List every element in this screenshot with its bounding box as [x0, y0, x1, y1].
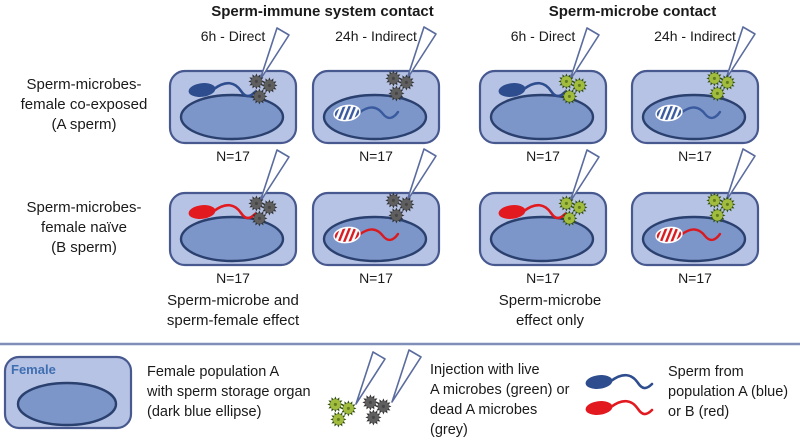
caption-line: sperm-female effect	[166, 312, 300, 329]
legend-line: population A (blue)	[668, 384, 789, 400]
row-label-a-sperm: Sperm-microbes- female co-exposed (A spe…	[5, 75, 163, 135]
legend-injection-icons	[327, 349, 422, 427]
legend-line: (dark blue ellipse)	[147, 404, 262, 420]
sample-size: N=17	[216, 270, 250, 286]
caption-line: Sperm-microbe and	[167, 292, 299, 309]
row-label-line: Sperm-microbes-	[26, 199, 142, 216]
sperm-a-icon	[583, 372, 654, 392]
legend-line: (grey)	[430, 422, 468, 438]
caption-line: effect only	[515, 312, 585, 329]
live-microbe-cluster-icon	[327, 396, 356, 427]
row-label-line: Sperm-microbes-	[26, 76, 142, 93]
legend-female-description: Female population A with sperm storage o…	[147, 362, 311, 422]
row-label-b-sperm: Sperm-microbes- female naïve (B sperm)	[5, 198, 163, 258]
caption-line: Sperm-microbe	[498, 292, 602, 309]
sample-size: N=17	[678, 270, 712, 286]
female-body	[168, 69, 298, 145]
injection-needle-icon	[391, 349, 422, 403]
timepoint-label: 6h - Direct	[200, 28, 266, 44]
sample-size: N=17	[216, 148, 250, 164]
sample-size: N=17	[359, 270, 393, 286]
row-label-line: female co-exposed	[20, 96, 148, 113]
panel-immune-direct-b	[168, 149, 298, 267]
panel-microbe-indirect-b	[630, 148, 760, 267]
legend-line: with sperm storage organ	[147, 384, 311, 400]
legend-line: Sperm from	[668, 364, 744, 380]
female-body	[478, 191, 608, 267]
legend-line: Female population A	[147, 364, 280, 380]
legend-line: Injection with live	[430, 362, 540, 378]
panel-immune-indirect-b	[311, 148, 441, 267]
legend-line: or B (red)	[668, 404, 730, 420]
caption-microbe-effect: Sperm-microbe effect only	[455, 291, 645, 331]
row-label-line: female naïve	[41, 219, 127, 236]
legend-female-icon	[3, 355, 133, 430]
row-label-line: (A sperm)	[51, 116, 117, 133]
timepoint-label: 24h - Indirect	[335, 28, 417, 44]
legend-injection-description: Injection with live A microbes (green) o…	[430, 360, 569, 440]
sample-size: N=17	[678, 148, 712, 164]
legend-line: A microbes (green) or	[430, 382, 570, 398]
female-body	[478, 69, 608, 145]
sample-size: N=17	[359, 148, 393, 164]
timepoint-label: 24h - Indirect	[654, 28, 736, 44]
female-body	[168, 191, 298, 267]
caption-immune-effect: Sperm-microbe and sperm-female effect	[138, 291, 328, 331]
legend-line: dead A microbes	[430, 402, 538, 418]
panel-microbe-direct-b	[478, 149, 608, 267]
header-microbe-contact: Sperm-microbe contact	[548, 3, 717, 20]
dead-microbe-cluster-icon	[362, 394, 391, 425]
legend-storage-organ	[16, 381, 118, 427]
legend-female-box-label: Female	[11, 362, 56, 377]
row-label-line: (B sperm)	[51, 239, 117, 256]
sperm-b-icon	[583, 398, 654, 418]
sample-size: N=17	[526, 148, 560, 164]
legend-sperm-description: Sperm from population A (blue) or B (red…	[668, 362, 788, 422]
timepoint-label: 6h - Direct	[510, 28, 576, 44]
header-immune-contact: Sperm-immune system contact	[211, 3, 434, 20]
legend-sperm-icons	[583, 372, 654, 418]
sample-size: N=17	[526, 270, 560, 286]
